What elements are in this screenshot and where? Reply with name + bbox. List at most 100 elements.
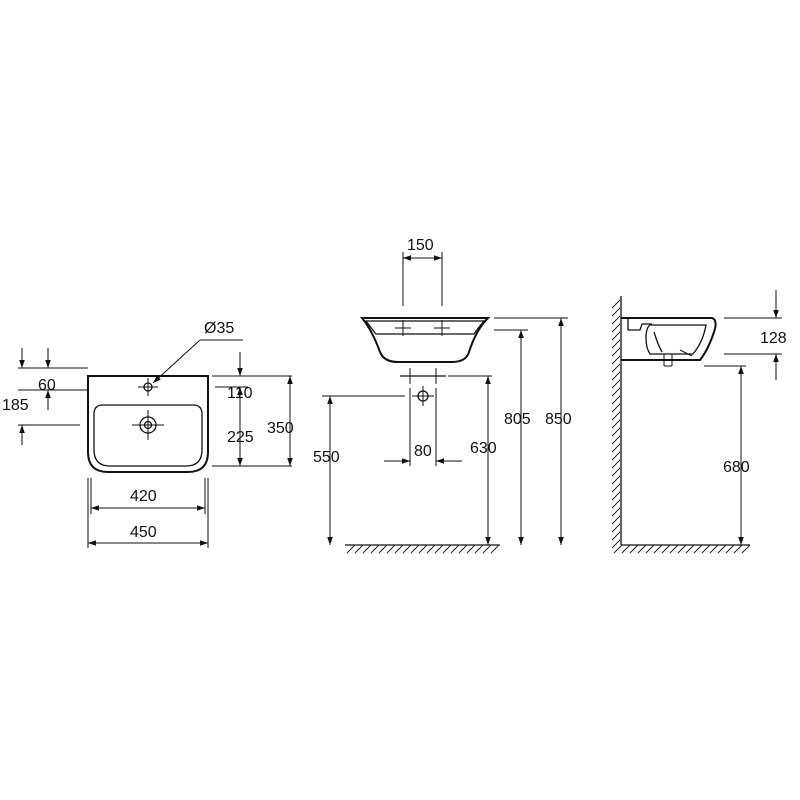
hatch-stroke xyxy=(611,531,621,541)
hatch-stroke xyxy=(474,544,484,554)
floor-hatch xyxy=(346,544,500,554)
dim-350-label: 350 xyxy=(267,420,294,437)
hatch-stroke xyxy=(709,544,719,554)
hatch-stroke xyxy=(611,379,621,389)
dim-225-label: 225 xyxy=(227,429,254,446)
side-tap xyxy=(627,318,652,331)
hatch-stroke xyxy=(450,544,460,554)
hatch-stroke xyxy=(611,339,621,349)
dim-185-label: 185 xyxy=(2,397,29,414)
dim-420-label: 420 xyxy=(130,488,157,505)
basin-outer-outline xyxy=(87,375,209,473)
hatch-stroke xyxy=(611,331,621,341)
hatch-stroke xyxy=(386,544,396,554)
hatch-stroke xyxy=(611,427,621,437)
hatch-stroke xyxy=(354,544,364,554)
hatch-stroke xyxy=(402,544,412,554)
dim-805-label: 805 xyxy=(504,411,531,428)
hatch-stroke xyxy=(741,544,751,554)
hatch-stroke xyxy=(611,355,621,365)
tap-marker-right xyxy=(434,320,450,336)
basin-side-bowl xyxy=(645,324,707,355)
hatch-stroke xyxy=(611,403,621,413)
hatch-stroke xyxy=(693,544,703,554)
hatch-stroke xyxy=(418,544,428,554)
wall-hatch xyxy=(611,299,621,549)
dim-128-label: 128 xyxy=(760,330,787,347)
side-view: 128 680 xyxy=(611,290,787,554)
hatch-stroke xyxy=(677,544,687,554)
hatch-stroke xyxy=(466,544,476,554)
hatch-stroke xyxy=(611,307,621,317)
hatch-stroke xyxy=(611,371,621,381)
hatch-stroke xyxy=(346,544,356,554)
dim-680-label: 680 xyxy=(723,459,750,476)
hatch-stroke xyxy=(611,411,621,421)
dim-850-label: 850 xyxy=(545,411,572,428)
hatch-stroke xyxy=(611,451,621,461)
hatch-stroke xyxy=(482,544,492,554)
hatch-stroke xyxy=(645,544,655,554)
hatch-stroke xyxy=(653,544,663,554)
hatch-stroke xyxy=(725,544,735,554)
elevation-view: 150 80 550 630 805 850 xyxy=(313,237,572,554)
dim-150-label: 150 xyxy=(407,237,434,254)
front-view: Ø35 60 185 110 225 350 420 450 xyxy=(2,320,294,548)
hatch-stroke xyxy=(611,523,621,533)
hatch-stroke xyxy=(611,491,621,501)
hatch-stroke xyxy=(394,544,404,554)
hatch-stroke xyxy=(611,387,621,397)
hatch-stroke xyxy=(733,544,743,554)
drain-hole-mark xyxy=(132,410,164,440)
hatch-stroke xyxy=(613,544,623,554)
hatch-stroke xyxy=(611,347,621,357)
hatch-stroke xyxy=(370,544,380,554)
hatch-stroke xyxy=(621,544,631,554)
dim-550-label: 550 xyxy=(313,449,340,466)
hatch-stroke xyxy=(611,435,621,445)
hatch-stroke xyxy=(669,544,679,554)
hatch-stroke xyxy=(611,299,621,309)
supply-valves xyxy=(400,368,446,406)
dim-60-label: 60 xyxy=(38,377,56,394)
basin-profile xyxy=(359,317,491,363)
hatch-stroke xyxy=(611,539,621,549)
hatch-stroke xyxy=(490,544,500,554)
hatch-stroke xyxy=(611,363,621,373)
hatch-stroke xyxy=(611,459,621,469)
hatch-stroke xyxy=(685,544,695,554)
hatch-stroke xyxy=(637,544,647,554)
hatch-stroke xyxy=(611,315,621,325)
hatch-stroke xyxy=(611,443,621,453)
hatch-stroke xyxy=(611,323,621,333)
hatch-stroke xyxy=(611,395,621,405)
hatch-stroke xyxy=(611,467,621,477)
hatch-stroke xyxy=(442,544,452,554)
dim-110-label: 110 xyxy=(227,385,253,402)
tap-hole-mark xyxy=(138,378,158,396)
hole-diameter-label: Ø35 xyxy=(204,320,234,337)
hatch-stroke xyxy=(378,544,388,554)
basin-side-profile xyxy=(621,317,717,361)
hatch-stroke xyxy=(661,544,671,554)
hatch-stroke xyxy=(611,499,621,509)
hatch-stroke xyxy=(717,544,727,554)
dim-630-label: 630 xyxy=(470,440,497,457)
hatch-stroke xyxy=(426,544,436,554)
tap-marker-left xyxy=(395,320,411,336)
hatch-stroke xyxy=(434,544,444,554)
hatch-stroke xyxy=(611,419,621,429)
basin-inner-rim xyxy=(364,320,486,335)
side-drain xyxy=(663,349,693,367)
hatch-stroke xyxy=(611,515,621,525)
diameter-leader xyxy=(152,339,201,384)
hatch-stroke xyxy=(701,544,711,554)
hatch-stroke xyxy=(629,544,639,554)
floor-hatch xyxy=(613,544,751,554)
hatch-stroke xyxy=(362,544,372,554)
basin-inner-bowl xyxy=(93,404,203,467)
hatch-stroke xyxy=(410,544,420,554)
hatch-stroke xyxy=(611,507,621,517)
hatch-stroke xyxy=(611,475,621,485)
